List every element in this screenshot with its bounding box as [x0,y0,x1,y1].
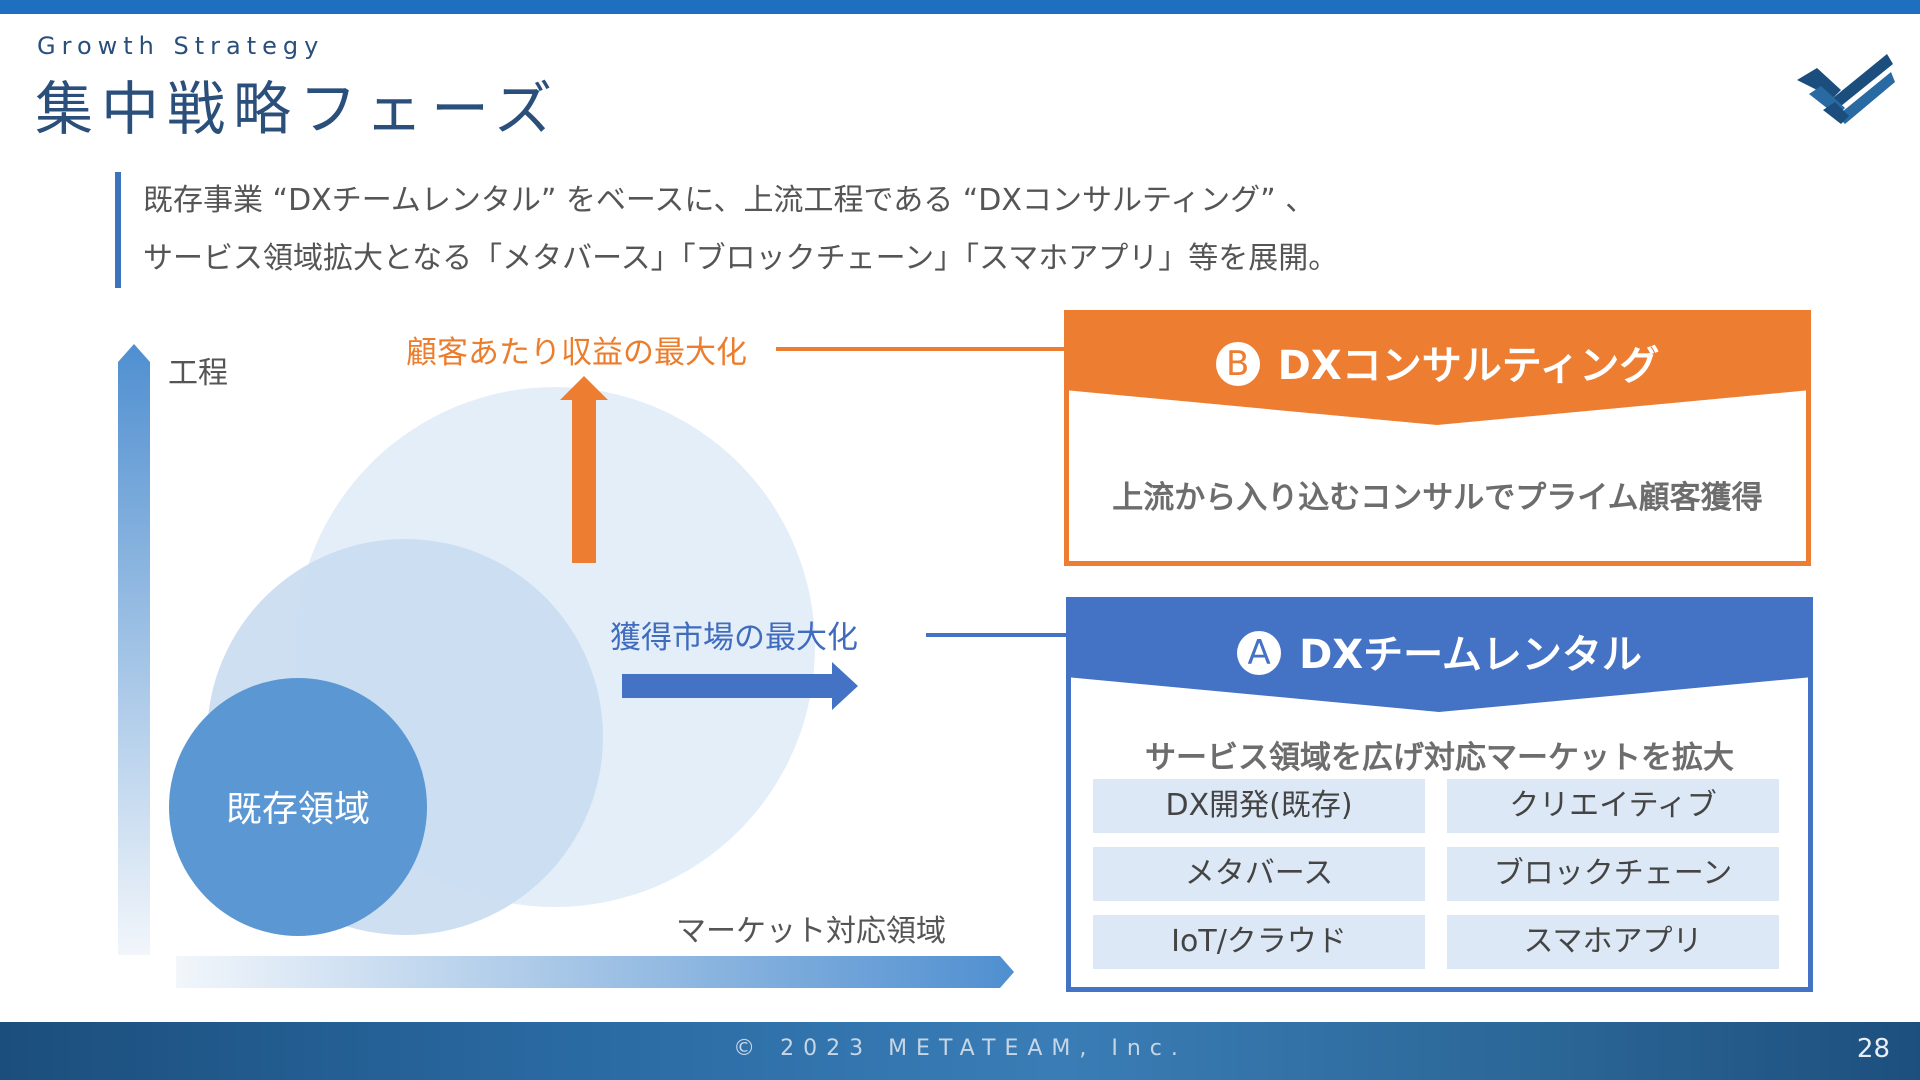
service-grid: DX開発(既存) クリエイティブ メタバース ブロックチェーン IoT/クラウド… [1093,779,1793,969]
service-item: ブロックチェーン [1447,847,1779,901]
blue-right-arrow [622,662,858,710]
badge-b-icon: B [1215,342,1260,386]
page-number: 28 [1856,1034,1890,1064]
dx-consulting-description: 上流から入り込むコンサルでプライム顧客獲得 [1112,480,1763,516]
horizontal-axis-arrow [176,956,1014,988]
copyright-text: © 2023 METATEAM, Inc. [733,1036,1187,1061]
lead-text-block: 既存事業 “DXチームレンタル” をベースに、上流工程である “DXコンサルティ… [115,172,1338,288]
company-logo-icon [1797,54,1895,124]
lead-line-1: 既存事業 “DXチームレンタル” をベースに、上流工程である “DXコンサルティ… [143,183,1316,218]
dx-consulting-title: B DXコンサルティング [1069,333,1806,391]
market-maximization-label: 獲得市場の最大化 [610,620,858,656]
existing-domain-label: 既存領域 [226,789,371,830]
dx-team-rental-description: サービス領域を広げ対応マーケットを拡大 [1145,740,1734,776]
service-item: IoT/クラウド [1093,915,1425,969]
dx-consulting-banner [1064,310,1811,425]
dx-team-rental-title-text: DXチームレンタル [1299,632,1642,678]
top-accent-bar [0,0,1920,14]
service-item: クリエイティブ [1447,779,1779,833]
inner-circle [169,678,427,936]
service-item: DX開発(既存) [1093,779,1425,833]
service-item: スマホアプリ [1447,915,1779,969]
service-item: メタバース [1093,847,1425,901]
dx-team-rental-box: A DXチームレンタル サービス領域を広げ対応マーケットを拡大 DX開発(既存) … [1066,597,1813,992]
dx-team-rental-banner [1066,597,1813,712]
lead-line-2: サービス領域拡大となる「メタバース」「ブロックチェーン」「スマホアプリ」等を展開… [143,241,1339,276]
section-subtitle: Growth Strategy [37,32,325,60]
vertical-axis-label: 工程 [168,356,228,391]
page-title: 集中戦略フェーズ [35,75,561,143]
horizontal-axis-label: マーケット対応領域 [676,914,946,949]
orange-up-arrow [560,376,608,563]
dx-consulting-box: B DXコンサルティング 上流から入り込むコンサルでプライム顧客獲得 [1064,310,1811,566]
dx-team-rental-title: A DXチームレンタル [1071,622,1808,680]
revenue-maximization-label: 顧客あたり収益の最大化 [406,335,747,371]
vertical-axis-arrow [118,344,150,955]
footer-bar: © 2023 METATEAM, Inc. 28 [0,1022,1920,1080]
badge-a-icon: A [1237,631,1282,675]
dx-consulting-title-text: DXコンサルティング [1277,343,1660,389]
